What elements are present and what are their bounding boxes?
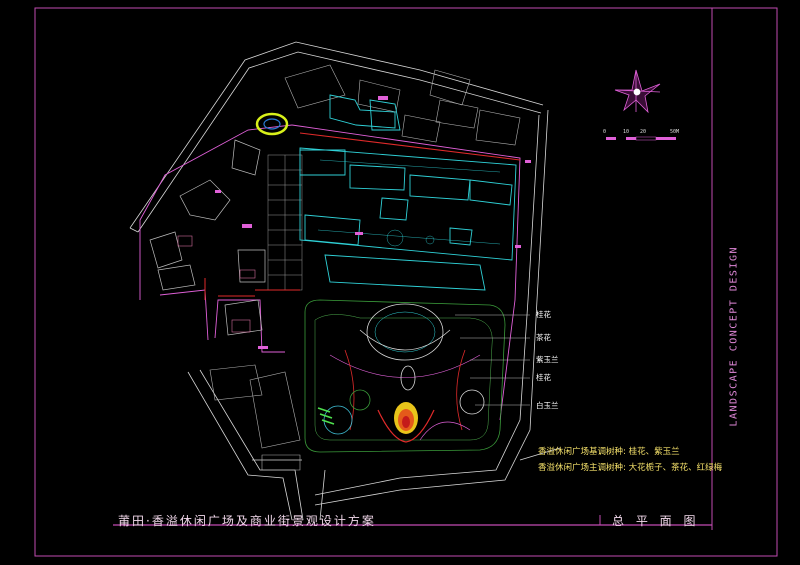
plan-title: 总 平 面 图	[612, 514, 700, 528]
plant-label-osmanthus-2: 桂花	[536, 373, 551, 382]
fountain-feature	[377, 402, 435, 443]
plant-label-magnolia-purple: 紫玉兰	[536, 355, 559, 364]
scale-bar	[606, 136, 676, 141]
plant-leader-lines	[455, 314, 530, 406]
scale-tick-50m: 50M	[670, 129, 680, 135]
plant-label-camellia: 茶花	[536, 333, 551, 342]
drawing-title: 莆田·香溢休闲广场及商业街景观设计方案	[118, 514, 376, 528]
cyan-residential-blocks	[299, 94, 517, 291]
scale-tick-0: 0	[603, 129, 607, 135]
label-markers	[215, 96, 531, 349]
road-network	[129, 41, 561, 521]
side-title-box: LANDSCAPE CONCEPT DESIGN	[727, 246, 741, 428]
scale-tick-10: 10	[623, 129, 630, 135]
plant-label-osmanthus: 桂花	[536, 310, 551, 319]
left-residential-towers	[149, 139, 266, 336]
site-boundary	[139, 124, 521, 421]
surrounding-blocks	[209, 64, 521, 471]
scale-tick-20: 20	[640, 129, 647, 135]
side-title: LANDSCAPE CONCEPT DESIGN	[728, 246, 740, 427]
plaza-ellipse-feature	[255, 112, 289, 136]
outer-frame	[34, 7, 778, 557]
tree-species-note-main: 香溢休闲广场主调树种: 大花栀子、茶花、红绿梅	[538, 463, 723, 473]
north-arrow	[614, 69, 661, 114]
plant-label-magnolia-white: 白玉兰	[536, 401, 559, 410]
tree-species-note-base: 香溢休闲广场基调树种: 桂花、紫玉兰	[538, 447, 680, 457]
red-accent-lines	[204, 132, 521, 300]
green-steps	[317, 407, 335, 425]
central-corridor	[267, 154, 303, 291]
leisure-plaza	[304, 299, 506, 453]
